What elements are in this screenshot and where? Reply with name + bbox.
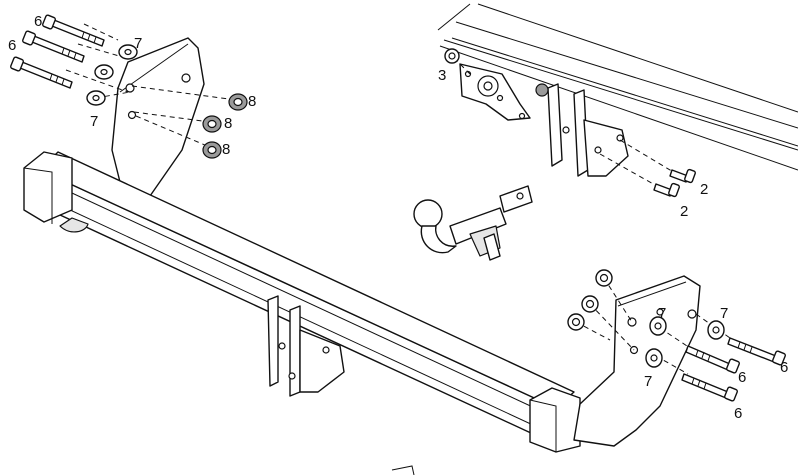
bolt-middle-right bbox=[685, 345, 740, 374]
right-mounting-bracket bbox=[573, 275, 701, 447]
assembly-guide-lines bbox=[65, 23, 731, 375]
bolt-middle-left bbox=[22, 30, 85, 63]
socket-bracket bbox=[267, 295, 345, 397]
plate-nut bbox=[444, 48, 460, 64]
callout-7-c: 7 bbox=[658, 305, 666, 322]
nut-middle-right bbox=[581, 295, 599, 313]
bolt-lower-right bbox=[681, 373, 738, 402]
washer-middle-left bbox=[94, 64, 114, 80]
chassis-side-brackets bbox=[547, 83, 629, 177]
callout-7-a: 7 bbox=[134, 35, 142, 52]
callout-8-a: 8 bbox=[248, 93, 256, 110]
callout-2-b: 2 bbox=[680, 203, 688, 220]
washer-upper-left bbox=[118, 44, 138, 60]
bolt-upper-left bbox=[42, 14, 105, 47]
bolt-lower-left bbox=[10, 56, 73, 89]
main-cross-beam bbox=[23, 151, 581, 453]
callout-8-c: 8 bbox=[222, 141, 230, 158]
bottom-mark bbox=[391, 465, 415, 475]
callout-6-a: 6 bbox=[34, 13, 42, 30]
callout-3: 3 bbox=[438, 67, 446, 84]
callout-6-d: 6 bbox=[738, 369, 746, 386]
callout-7-b: 7 bbox=[90, 113, 98, 130]
socket-nut bbox=[535, 83, 549, 97]
nut-lower-left bbox=[202, 141, 222, 159]
nut-upper-right bbox=[595, 269, 613, 287]
short-bolt-upper bbox=[669, 168, 696, 184]
washer-lower-right bbox=[645, 348, 663, 368]
nut-middle-left bbox=[202, 115, 222, 133]
nut-lower-right bbox=[567, 313, 585, 331]
washer-outer-right bbox=[707, 320, 725, 340]
short-bolt-lower bbox=[653, 182, 680, 198]
bolt-upper-right bbox=[727, 337, 786, 366]
callout-2-a: 2 bbox=[700, 181, 708, 198]
callout-7-e: 7 bbox=[644, 373, 652, 390]
callout-6-c: 6 bbox=[780, 359, 788, 376]
callout-7-d: 7 bbox=[720, 305, 728, 322]
socket-mounting-plate bbox=[459, 63, 531, 121]
callout-8-b: 8 bbox=[224, 115, 232, 132]
left-mounting-bracket bbox=[111, 37, 205, 197]
washer-lower-left bbox=[86, 90, 106, 106]
callout-6-b: 6 bbox=[8, 37, 16, 54]
vehicle-chassis-rail bbox=[437, 3, 798, 171]
callout-labels: 6 6 7 7 8 8 8 3 2 2 7 7 7 6 6 6 bbox=[8, 13, 788, 422]
washer-bracket-right bbox=[649, 316, 667, 336]
tow-ball-assembly bbox=[413, 185, 533, 261]
nut-upper-left bbox=[228, 93, 248, 111]
callout-6-e: 6 bbox=[734, 405, 742, 422]
